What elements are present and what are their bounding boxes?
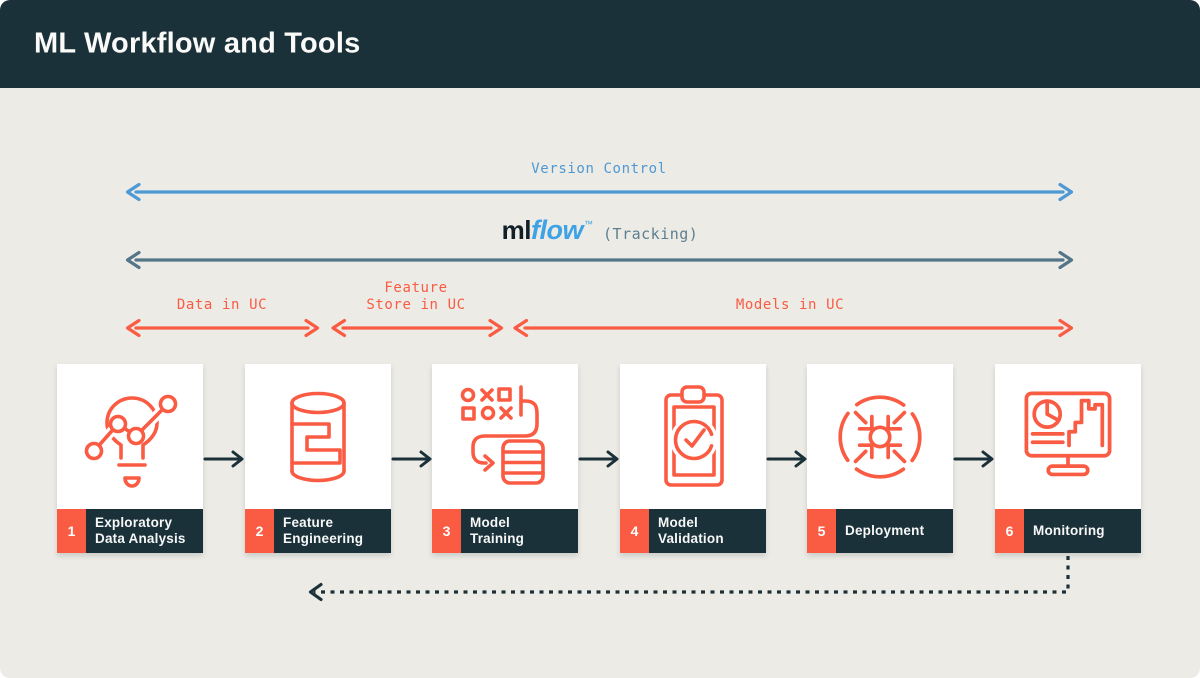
connector-arrow [391, 450, 432, 468]
card-icon-area [807, 364, 953, 509]
connector-arrow [766, 450, 807, 468]
step-card-model-training: 3 Model Training [432, 364, 578, 553]
card-label-bar: 1 Exploratory Data Analysis [57, 509, 203, 553]
connector-arrow [953, 450, 994, 468]
card-label-bar: 2 Feature Engineering [245, 509, 391, 553]
mlflow-trademark: ™ [584, 219, 594, 229]
dashboard-monitor-icon [1024, 390, 1112, 476]
card-icon-area [57, 364, 203, 509]
version-control-label: Version Control [531, 161, 667, 177]
step-number-badge: 3 [432, 509, 461, 553]
mlflow-tracking-label: ml flow ™ (Tracking) [400, 215, 800, 249]
step-number-badge: 1 [57, 509, 86, 553]
step-card-model-validation: 4 Model Validation [620, 364, 766, 553]
feature-store-in-uc-label: Feature Store in UC [316, 280, 516, 314]
card-icon-area [995, 364, 1141, 509]
step-number-badge: 2 [245, 509, 274, 553]
connector-arrow [203, 450, 244, 468]
step-title: Deployment [836, 509, 953, 553]
data-in-uc-arrow [125, 318, 320, 338]
step-number-badge: 4 [620, 509, 649, 553]
mlflow-logo-ml: ml [501, 215, 532, 245]
step-card-monitoring: 6 Monitoring [995, 364, 1141, 553]
card-label-bar: 4 Model Validation [620, 509, 766, 553]
mlflow-logo-flow: flow [531, 215, 584, 245]
feature-store-label-line2: Store in UC [366, 297, 466, 313]
converge-arrows-icon [838, 394, 922, 479]
connector-arrow [578, 450, 619, 468]
card-icon-area [620, 364, 766, 509]
unity-catalog-arrows [125, 318, 1074, 338]
card-icon-area [432, 364, 578, 509]
clipboard-check-icon [664, 384, 724, 487]
step-card-exploratory-data-analysis: 1 Exploratory Data Analysis [57, 364, 203, 553]
step-card-feature-engineering: 2 Feature Engineering [245, 364, 391, 553]
card-label-bar: 5 Deployment [807, 509, 953, 553]
mlflow-tracking-arrow [125, 250, 1074, 270]
step-title: Model Training [461, 509, 578, 553]
step-title: Monitoring [1024, 509, 1141, 553]
step-number-badge: 5 [807, 509, 836, 553]
mlflow-tracking-suffix: (Tracking) [603, 225, 699, 243]
step-title: Exploratory Data Analysis [86, 509, 203, 553]
card-icon-area [245, 364, 391, 509]
slide-header: ML Workflow and Tools [0, 0, 1200, 88]
database-icon [290, 391, 346, 482]
strategy-path-icon [460, 384, 545, 485]
version-control-arrow [125, 182, 1074, 202]
models-in-uc-arrow [513, 318, 1074, 338]
step-title: Model Validation [649, 509, 766, 553]
feature-store-in-uc-arrow [331, 318, 504, 338]
models-in-uc-label: Models in UC [735, 297, 845, 313]
card-label-bar: 6 Monitoring [995, 509, 1141, 553]
page-title: ML Workflow and Tools [34, 27, 361, 60]
feature-store-label-line1: Feature [384, 280, 448, 296]
step-card-deployment: 5 Deployment [807, 364, 953, 553]
card-label-bar: 3 Model Training [432, 509, 578, 553]
lightbulb-scatter-icon [84, 394, 178, 488]
step-title: Feature Engineering [274, 509, 391, 553]
step-number-badge: 6 [995, 509, 1024, 553]
data-in-uc-label: Data in UC [176, 297, 268, 313]
feedback-loop-arrow [308, 556, 1070, 602]
